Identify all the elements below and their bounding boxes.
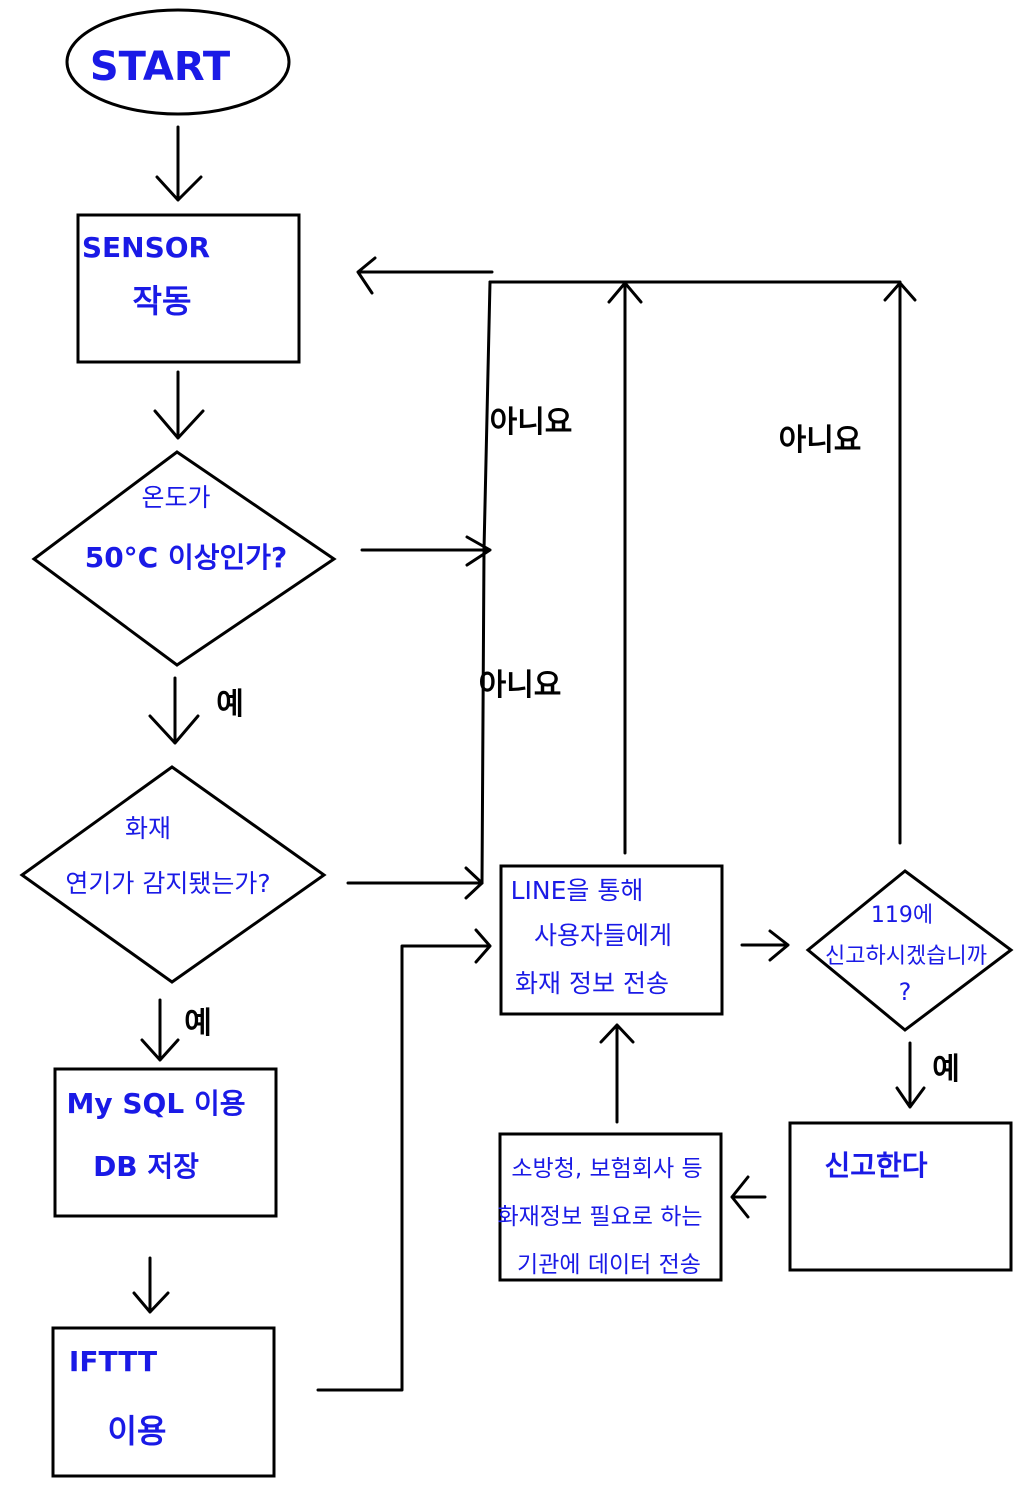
edge-label-no-mid: 아니요 (479, 668, 562, 703)
line-notify-label-line1: LINE을 통해 (511, 876, 644, 905)
arrow-start-to-sensor (155, 125, 203, 202)
edge-label-no-right: 아니요 (779, 423, 862, 458)
report-check-label-line1: 119에 (871, 903, 933, 928)
smoke-check-label-line1: 화재 (125, 814, 171, 843)
arrow-line-to-report-check (740, 929, 790, 962)
agencies-label-line2: 화재정보 필요로 하는 (497, 1204, 702, 1230)
mysql-label-line2: DB 저장 (93, 1150, 199, 1183)
report-label: 신고한다 (824, 1149, 927, 1182)
smoke-check-label-line2: 연기가 감지됐는가? (65, 869, 270, 898)
temp-check-label-line2: 50°C 이상인가? (85, 541, 288, 574)
arrow-sensor-to-temp (153, 370, 205, 440)
arrow-report-no (883, 281, 917, 845)
arrow-agencies-to-line (599, 1023, 635, 1124)
ifttt-node (51, 1326, 276, 1478)
arrow-temp-no (360, 535, 492, 567)
ifttt-label-line2: 이용 (108, 1412, 167, 1450)
arrow-mysql-to-ifttt (132, 1256, 170, 1314)
ifttt-label-line1: IFTTT (69, 1345, 157, 1378)
mysql-label-line1: My SQL 이용 (67, 1087, 246, 1120)
start-node (65, 8, 291, 116)
edge-label-yes-temp: 예 (216, 687, 244, 722)
report-check-label-line2: 신고하시겠습니까 (825, 944, 987, 969)
agencies-label-line3: 기관에 데이터 전송 (517, 1252, 701, 1278)
loop-vertical-left (480, 280, 492, 885)
report-node (788, 1121, 1013, 1272)
sensor-node (76, 213, 301, 364)
arrow-report-to-agencies (730, 1175, 767, 1219)
line-notify-node (499, 864, 724, 1016)
edge-label-yes-smoke: 예 (184, 1006, 212, 1041)
report-check-label-line3: ? (899, 978, 912, 1006)
agencies-node (498, 1132, 723, 1282)
sensor-label-line2: 작동 (133, 282, 192, 320)
arrow-report-yes (895, 1041, 926, 1109)
report-check-node (805, 869, 1014, 1032)
line-notify-label-line3: 화재 정보 전송 (515, 969, 669, 998)
smoke-check-node (19, 765, 327, 984)
sensor-label-line1: SENSOR (82, 231, 210, 264)
temp-check-node (31, 450, 337, 667)
line-notify-label-line2: 사용자들에게 (534, 921, 672, 950)
arrow-smoke-to-mysql (140, 998, 180, 1062)
arrow-line-to-loop (607, 281, 643, 855)
arrow-smoke-no (346, 866, 484, 900)
mysql-node (53, 1067, 278, 1218)
arrow-ifttt-to-line (316, 928, 492, 1392)
temp-check-label-line1: 온도가 (141, 483, 210, 512)
agencies-label-line1: 소방청, 보험회사 등 (511, 1156, 702, 1182)
edge-label-no-top: 아니요 (490, 405, 573, 440)
start-label: START (90, 44, 231, 90)
edge-label-yes-report: 예 (932, 1052, 960, 1087)
arrow-temp-to-smoke (148, 676, 200, 745)
arrow-return-to-sensor (356, 256, 902, 295)
